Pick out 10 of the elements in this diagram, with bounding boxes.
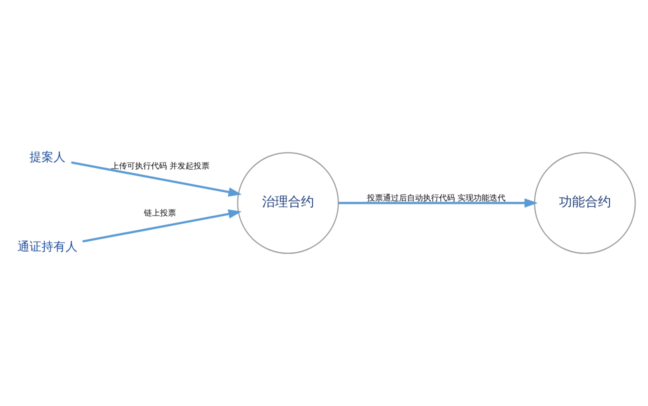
- node-text: 通证持有人: [18, 240, 78, 254]
- node-circle: 功能合约: [534, 152, 636, 254]
- node-circle: 治理合约: [237, 152, 339, 254]
- edge-label: 上传可执行代码 并发起投票: [110, 160, 210, 170]
- edge-label: 链上投票: [144, 207, 176, 218]
- arrow: [338, 198, 538, 208]
- node-text: 提案人: [30, 150, 66, 164]
- edge-label: 投票通过后自动执行代码 实现功能迭代: [367, 192, 506, 203]
- arrow: [71, 161, 242, 197]
- arrow: [82, 209, 242, 242]
